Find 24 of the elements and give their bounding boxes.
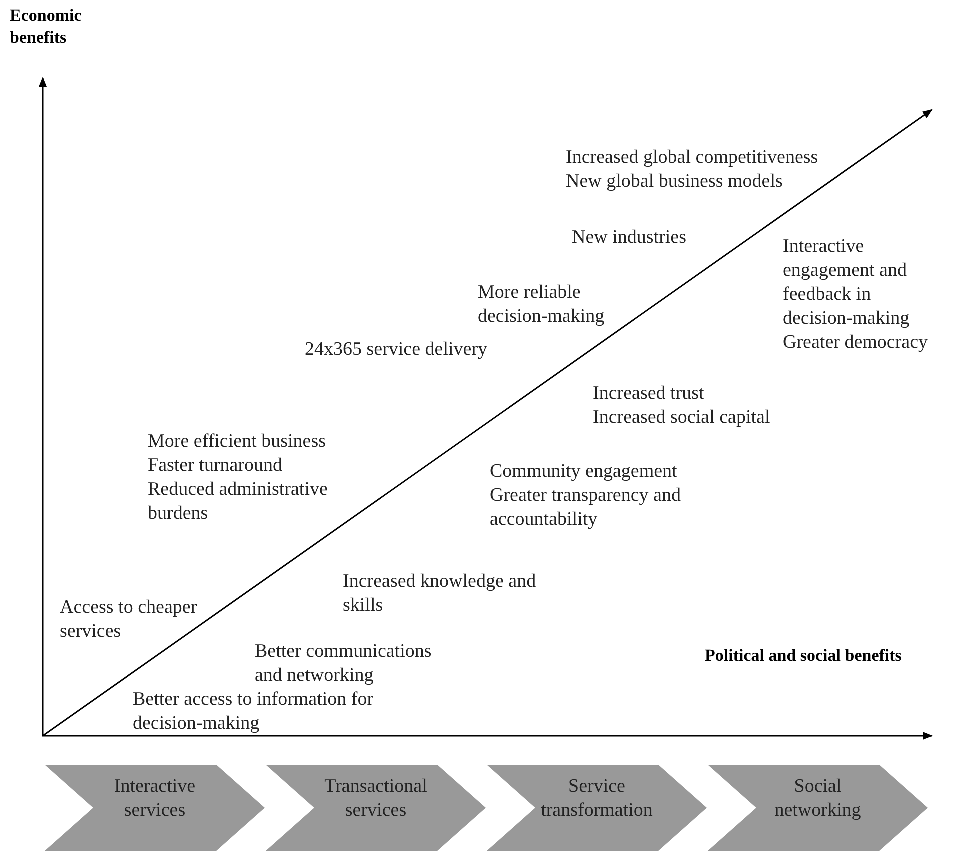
axis-title: Political and social benefits [705,645,903,667]
benefit-text: More efficient business [148,430,326,454]
benefit-text: Reduced administrative burdens [148,478,329,526]
benefit-text: Greater democracy [783,331,928,355]
benefit-text: Better access to information for decision-making [133,688,375,736]
step-label: Social networking [774,775,862,823]
step-label: Transactional services [324,775,428,823]
axis-title: Economic benefits [10,5,83,49]
benefit-text: Interactive engagement and feedback in decision-making [783,235,911,331]
benefit-text: Access to cheaper services [60,596,198,644]
benefit-text: Community engagement [490,460,678,484]
benefit-text: 24x365 service delivery [305,338,488,362]
benefit-text: Increased trust [593,382,704,406]
step-label: Service transformation [540,775,654,823]
benefit-text: Faster turnaround [148,454,283,478]
benefit-text: New global business models [566,170,783,194]
benefit-text: Increased knowledge and skills [343,570,538,618]
step-label: Interactive services [113,775,197,823]
benefit-text: Better communications and networking [255,640,433,688]
benefit-text: Greater transparency and accountability [490,484,682,532]
benefit-text: More reliable decision-making [478,281,606,329]
benefit-text: New industries [572,226,687,250]
benefit-text: Increased social capital [593,406,770,430]
benefit-text: Increased global competitiveness [566,146,818,170]
